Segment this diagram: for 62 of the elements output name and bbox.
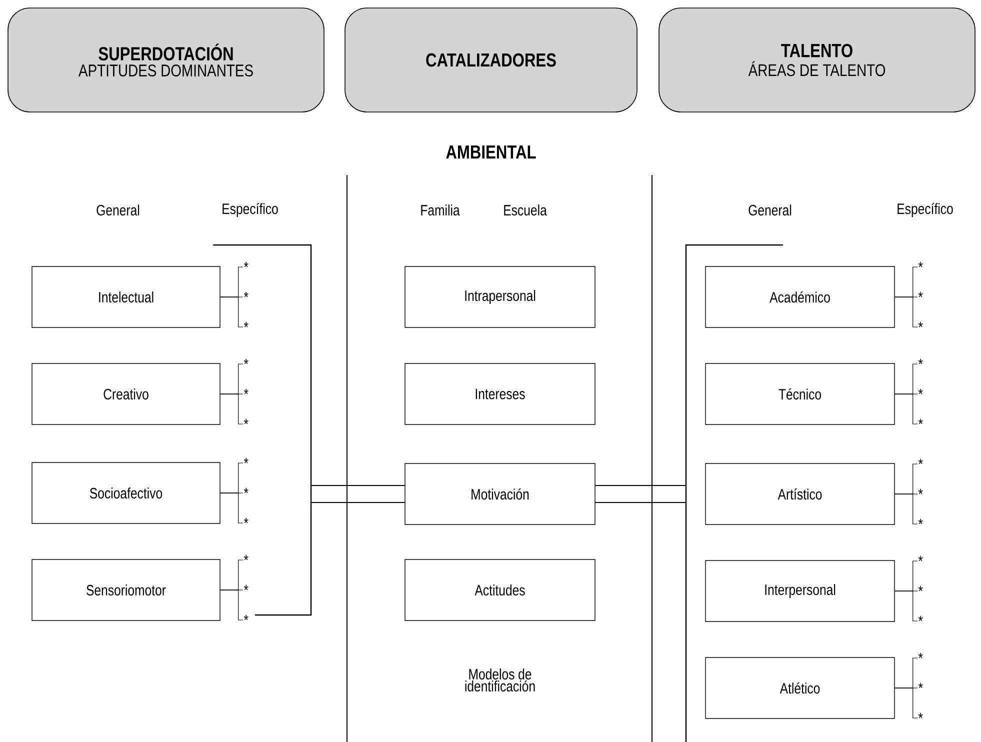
asterisk: * <box>918 682 923 688</box>
section-heading: AMBIENTAL <box>446 145 536 159</box>
asterisk: * <box>918 518 923 524</box>
label-box: Intrapersonal <box>404 266 596 328</box>
label-box: Atlético <box>705 657 895 719</box>
category-box: CATALIZADORES <box>344 8 638 112</box>
bracket-line <box>220 296 244 328</box>
asterisk: * <box>918 652 923 658</box>
bracket-line <box>894 296 918 328</box>
column-header: Específico <box>898 202 953 218</box>
asterisk: * <box>918 322 923 328</box>
label-box: Socioafectivo <box>32 462 220 524</box>
asterisk: * <box>244 262 248 268</box>
column-header: General <box>96 204 140 216</box>
column-header: Escuela <box>504 204 547 216</box>
label-box: Actitudes <box>404 559 596 621</box>
bracket-line <box>894 590 918 622</box>
bracket-line <box>894 494 918 524</box>
asterisk: * <box>918 488 923 494</box>
label-box: Sensoriomotor <box>32 559 220 621</box>
asterisk: * <box>244 322 248 328</box>
category-box: SUPERDOTACIÓN APTITUDES DOMINANTES <box>8 8 324 112</box>
label-box: Técnico <box>705 363 895 425</box>
bracket-line <box>894 688 918 718</box>
asterisk: * <box>244 584 248 590</box>
asterisk: * <box>918 712 923 718</box>
double-line <box>310 485 406 503</box>
label-box: Intelectual <box>32 266 220 328</box>
asterisk: * <box>244 388 248 394</box>
asterisk: * <box>244 488 248 494</box>
asterisk: * <box>918 418 923 424</box>
asterisk: * <box>244 614 248 620</box>
asterisk: * <box>918 616 923 622</box>
column-header: Familia <box>421 204 460 216</box>
double-line <box>594 485 686 503</box>
asterisk: * <box>244 358 248 364</box>
bracket-line <box>220 492 244 524</box>
bracket-line <box>220 394 244 424</box>
asterisk: * <box>918 586 923 592</box>
asterisk: * <box>918 292 923 298</box>
category-box: TALENTO ÁREAS DE TALENTO <box>658 8 976 112</box>
label-box: Motivación <box>404 463 596 525</box>
asterisk: * <box>244 458 248 464</box>
label-box: Intereses <box>404 363 596 425</box>
asterisk: * <box>918 388 923 394</box>
bracket-line <box>220 590 244 620</box>
asterisk: * <box>244 518 248 524</box>
label-box: Artístico <box>705 463 895 525</box>
asterisk: * <box>244 554 248 560</box>
asterisk: * <box>918 458 923 464</box>
asterisk: * <box>918 262 923 268</box>
note-text: Modelos de identificación <box>465 668 535 692</box>
label-box: Académico <box>705 266 895 328</box>
label-box: Creativo <box>32 363 220 425</box>
bracket-line <box>894 394 918 424</box>
column-header: Específico <box>222 202 278 218</box>
column-header: General <box>748 204 792 216</box>
asterisk: * <box>244 292 248 298</box>
asterisk: * <box>918 556 923 562</box>
asterisk: * <box>244 418 248 424</box>
asterisk: * <box>918 358 923 364</box>
label-box: Interpersonal <box>705 560 895 622</box>
